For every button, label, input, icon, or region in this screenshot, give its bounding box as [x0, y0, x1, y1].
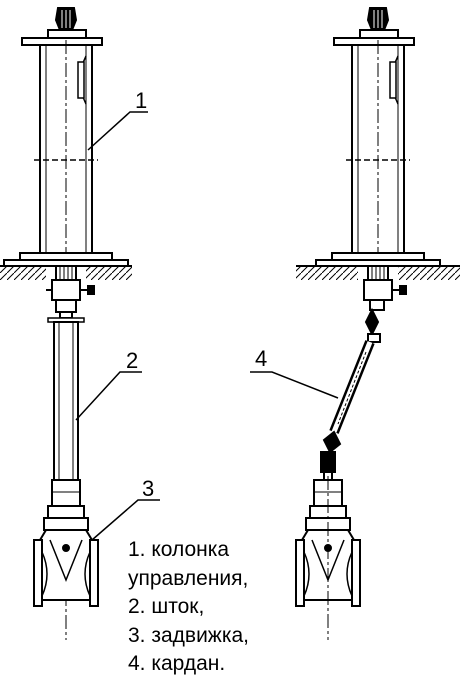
left-gate-valve — [33, 479, 99, 607]
leader-line-3 — [91, 499, 160, 541]
right-assembly — [295, 7, 460, 640]
left-coupling — [46, 265, 95, 319]
legend-line-4: 3. задвижка, — [128, 623, 250, 647]
callout-1: 1 — [87, 88, 148, 151]
callout-4: 4 — [250, 346, 339, 399]
legend-line-1: 1. колонка — [128, 538, 230, 561]
legend-line-3: 2. шток, — [128, 595, 205, 618]
leader-line-4 — [250, 371, 339, 399]
callout-label-3: 3 — [142, 476, 154, 501]
right-column-cap — [333, 7, 415, 46]
legend-line-2: управления, — [128, 566, 249, 590]
callout-label-1: 1 — [135, 88, 147, 113]
right-control-column — [346, 40, 410, 300]
left-stem — [47, 317, 85, 481]
legend-line-5: 4. кардан. — [128, 652, 226, 675]
callout-2: 2 — [75, 348, 142, 421]
left-column-cap — [21, 7, 103, 46]
right-gate-valve — [295, 476, 361, 640]
leader-line-2 — [75, 371, 142, 421]
right-coupling — [363, 265, 407, 311]
callout-label-4: 4 — [255, 346, 267, 371]
left-assembly — [0, 7, 132, 640]
callout-3: 3 — [91, 476, 160, 541]
callout-label-2: 2 — [126, 348, 138, 373]
right-base-flange — [296, 252, 460, 280]
leader-line-1 — [87, 111, 148, 151]
left-control-column — [34, 40, 98, 640]
legend: 1. колонка управления, 2. шток, 3. задви… — [128, 536, 249, 679]
